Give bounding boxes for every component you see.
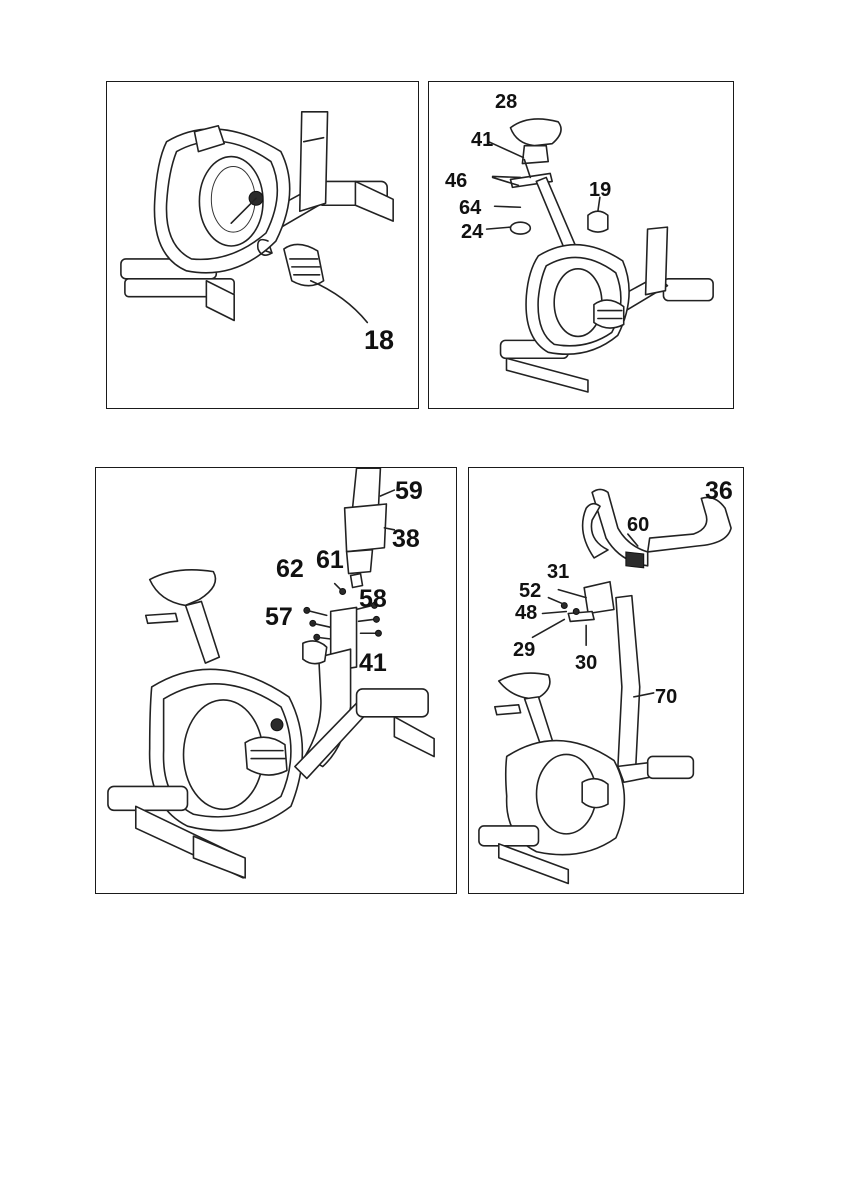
panel-step-console-post: 59 38 62 61 57 58 41 xyxy=(95,467,457,894)
part-label-57: 57 xyxy=(265,605,293,630)
part-label-59: 59 xyxy=(395,479,423,504)
panel-step-pedal: 18 xyxy=(106,81,419,409)
part-label-41: 41 xyxy=(471,130,493,150)
part-label-70: 70 xyxy=(655,687,677,707)
part-label-18: 18 xyxy=(364,327,394,354)
panel-step-handlebar: 36 60 31 52 48 29 30 70 xyxy=(468,467,744,894)
panel-step-seat: 28 41 46 64 24 19 xyxy=(428,81,734,409)
part-label-28: 28 xyxy=(495,92,517,112)
part-label-62: 62 xyxy=(276,557,304,582)
part-label-61: 61 xyxy=(316,548,344,573)
bike-illustration-step-handlebar xyxy=(469,468,743,893)
part-label-30: 30 xyxy=(575,653,597,673)
part-label-48: 48 xyxy=(515,603,537,623)
part-label-24: 24 xyxy=(461,222,483,242)
part-label-41: 41 xyxy=(359,651,387,676)
part-label-38: 38 xyxy=(392,527,420,552)
part-label-58: 58 xyxy=(359,587,387,612)
part-label-60: 60 xyxy=(627,515,649,535)
part-label-64: 64 xyxy=(459,198,481,218)
bike-illustration-step-pedal xyxy=(107,82,418,408)
part-label-46: 46 xyxy=(445,171,467,191)
part-label-36: 36 xyxy=(705,479,733,504)
part-label-29: 29 xyxy=(513,640,535,660)
part-label-52: 52 xyxy=(519,581,541,601)
part-label-31: 31 xyxy=(547,562,569,582)
part-label-19: 19 xyxy=(589,180,611,200)
